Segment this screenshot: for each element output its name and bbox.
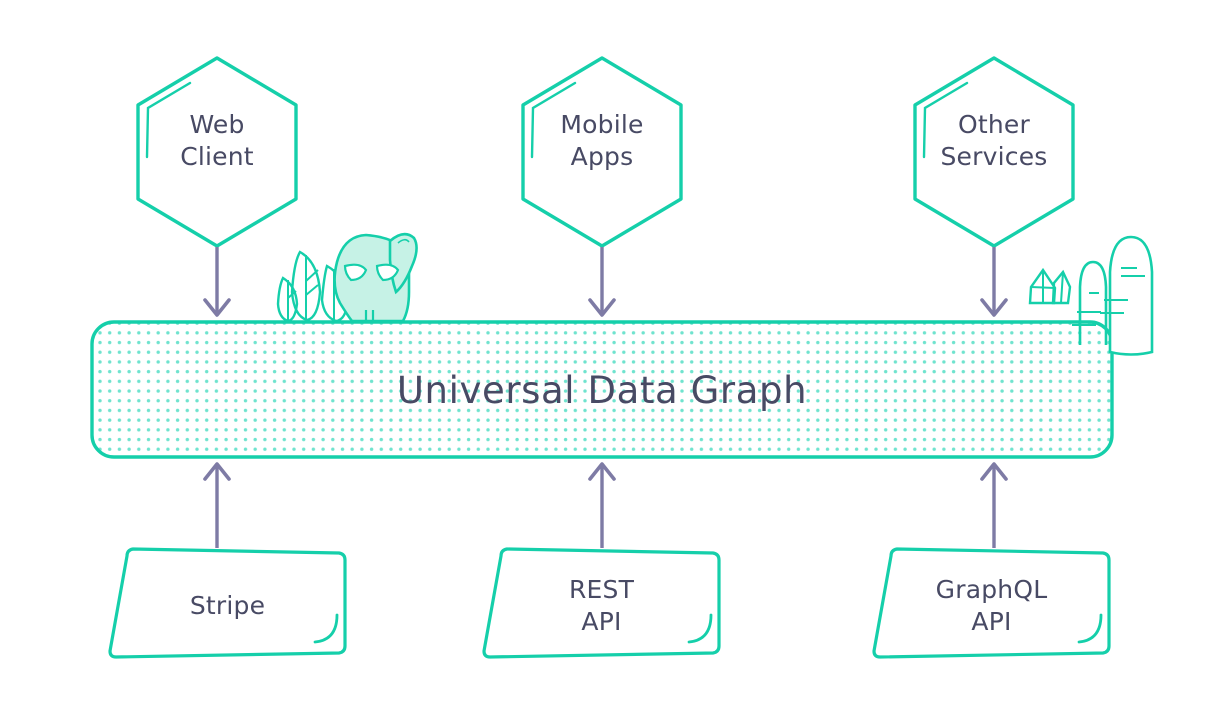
- monolith-large-icon: [1108, 235, 1154, 356]
- monolith-small-icon: [1078, 260, 1108, 345]
- decoration-monoliths: [1072, 235, 1154, 356]
- node-other-services[interactable]: [913, 56, 1075, 248]
- crystal-small-icon: [1051, 269, 1072, 305]
- connector-mobile-apps-to-hub: [588, 247, 616, 317]
- arrowhead-up-icon: [980, 462, 1008, 481]
- stripe-corner-accent: [313, 613, 339, 644]
- rest-api-card-shape[interactable]: [482, 547, 721, 659]
- node-web-client[interactable]: [136, 56, 298, 248]
- connector-graphql-api-to-hub: [980, 462, 1008, 548]
- arrowhead-down-icon: [980, 298, 1008, 317]
- connector-web-client-to-hub: [203, 247, 231, 317]
- mascot-eye-right-icon: [375, 263, 400, 282]
- connector-stripe-to-hub: [203, 462, 231, 548]
- mascot-cap-icon: [388, 232, 418, 295]
- node-mobile-apps[interactable]: [521, 56, 683, 248]
- arrowhead-up-icon: [203, 462, 231, 481]
- stripe-card-shape[interactable]: [108, 547, 347, 659]
- arrowhead-down-icon: [588, 298, 616, 317]
- other-services-accent-line: [922, 81, 969, 159]
- mobile-apps-accent-line: [530, 81, 577, 159]
- arrowhead-up-icon: [588, 462, 616, 481]
- other-services-hexagon[interactable]: [913, 56, 1075, 248]
- decoration-crystals: [1028, 267, 1072, 305]
- mobile-apps-hexagon[interactable]: [521, 56, 683, 248]
- graphql-api-corner-accent: [1077, 613, 1103, 644]
- web-client-accent-line: [145, 81, 192, 159]
- connector-rest-api-to-hub: [588, 462, 616, 548]
- connector-other-services-to-hub: [980, 247, 1008, 317]
- hub-dot-pattern: [92, 322, 1112, 457]
- node-rest-api[interactable]: [482, 547, 721, 659]
- arrowhead-down-icon: [203, 298, 231, 317]
- hub-universal-data-graph[interactable]: [90, 320, 1114, 459]
- web-client-hexagon[interactable]: [136, 56, 298, 248]
- hub-border: [90, 320, 1114, 459]
- rest-api-corner-accent: [687, 613, 713, 644]
- crystal-large-icon: [1028, 267, 1057, 305]
- node-graphql-api[interactable]: [872, 547, 1111, 659]
- graphql-api-card-shape[interactable]: [872, 547, 1111, 659]
- mascot-eye-left-icon: [343, 263, 368, 282]
- node-stripe[interactable]: [108, 547, 347, 659]
- decoration-mascot: [333, 232, 418, 323]
